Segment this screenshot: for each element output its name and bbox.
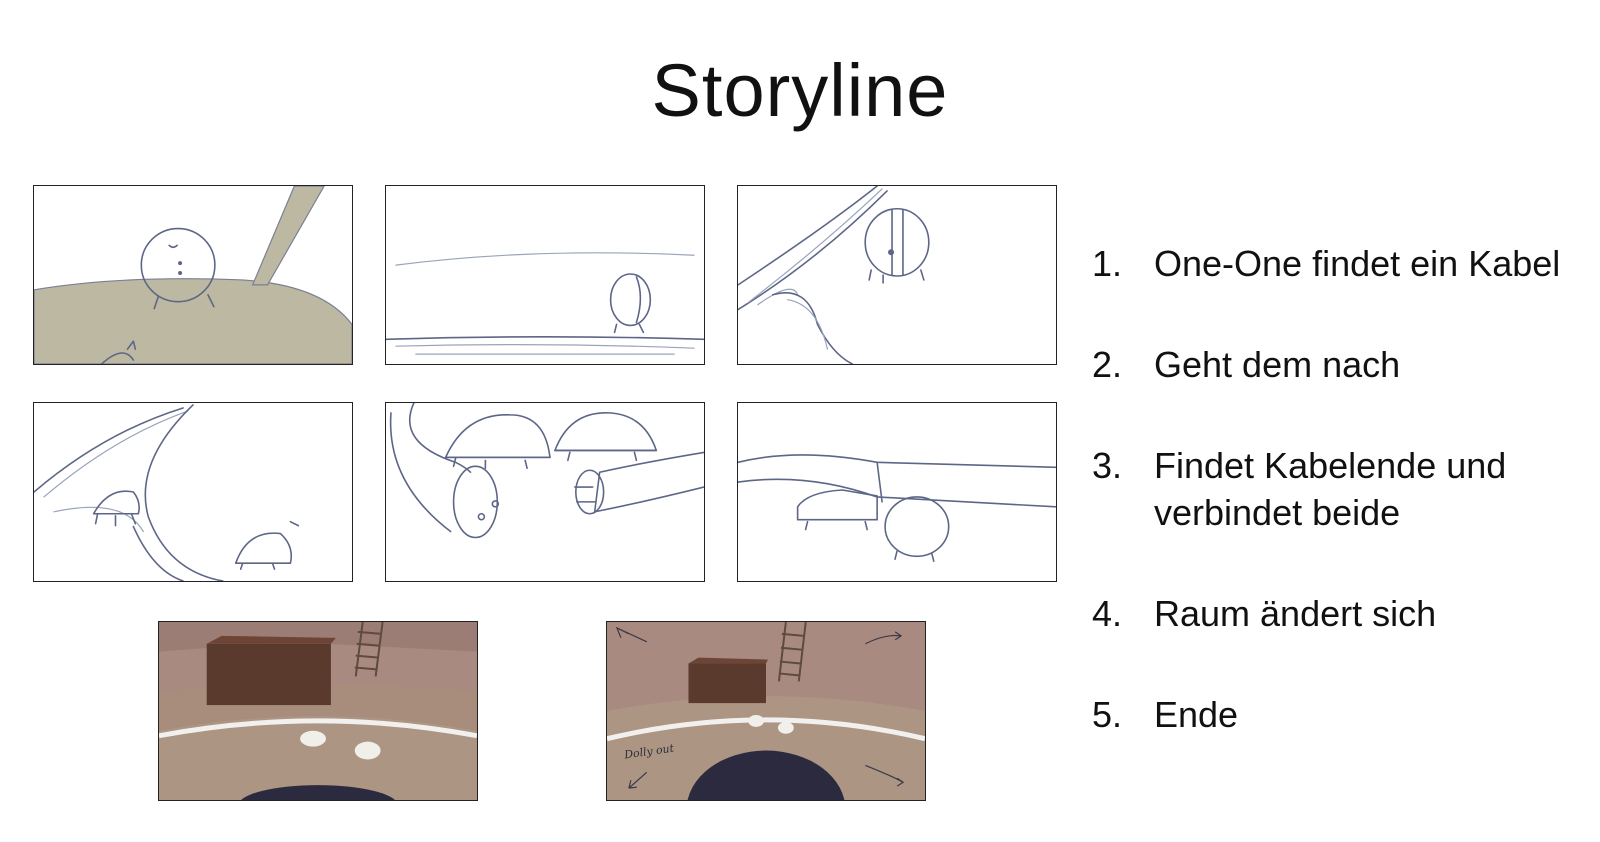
step-5: 5. Ende (1092, 691, 1592, 738)
storyboard-panel-1 (33, 185, 353, 365)
step-2-number: 2. (1092, 344, 1123, 385)
step-1: 1. One-One findet ein Kabel (1092, 240, 1592, 287)
storyboard-panel-5 (385, 402, 705, 582)
step-2-text: Geht dem nach (1154, 344, 1401, 385)
step-5-number: 5. (1092, 694, 1123, 735)
step-4-text: Raum ändert sich (1154, 593, 1437, 634)
slide-title: Storyline (651, 49, 949, 132)
step-3: 3. Findet Kabelende und verbindet beide (1092, 442, 1592, 536)
step-3-text: Findet Kabelende und verbindet beide (1154, 445, 1507, 533)
step-1-text: One-One findet ein Kabel (1154, 243, 1561, 284)
storyboard-panel-7 (158, 621, 478, 801)
step-3-number: 3. (1092, 445, 1123, 486)
storyboard-panel-4 (33, 402, 353, 582)
storyboard-panel-2 (385, 185, 705, 365)
storyboard-panel-3 (737, 185, 1057, 365)
step-4-number: 4. (1092, 593, 1123, 634)
step-1-number: 1. (1092, 243, 1123, 284)
storyboard-panel-8: Dolly out (606, 621, 926, 801)
step-2: 2. Geht dem nach (1092, 341, 1592, 388)
step-5-text: Ende (1154, 694, 1239, 735)
storyboard-panel-6 (737, 402, 1057, 582)
storyline-steps: 1. One-One findet ein Kabel 2. Geht dem na… (1092, 240, 1592, 738)
step-4: 4. Raum ändert sich (1092, 590, 1592, 637)
